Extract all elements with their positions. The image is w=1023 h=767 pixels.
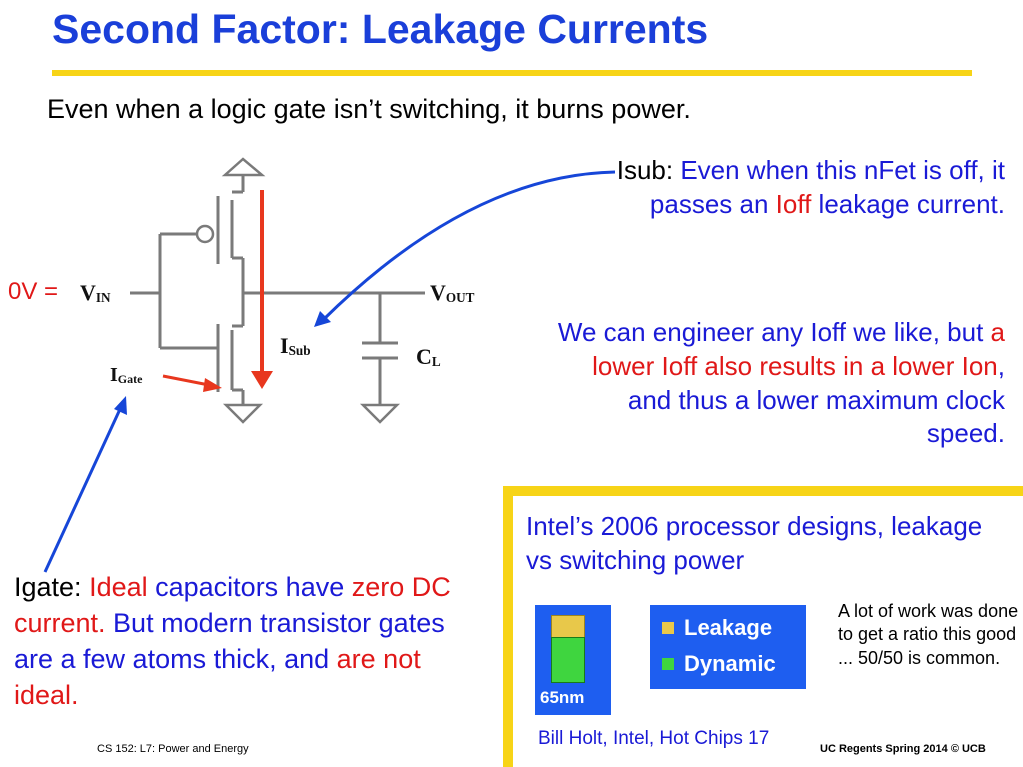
isub-arrow — [251, 190, 273, 389]
gnd-symbol-cap — [359, 403, 401, 424]
isub-note: Isub: Even when this nFet is off, it pas… — [616, 155, 1005, 219]
legend-dynamic: Dynamic — [662, 651, 776, 677]
igate-label: IGate — [110, 364, 143, 386]
dynamic-swatch — [662, 658, 674, 670]
intel-frame-left — [503, 486, 513, 767]
input-zero-volt-label: 0V = — [8, 278, 59, 305]
leakage-bar — [551, 615, 585, 639]
vdd-symbol — [221, 157, 266, 177]
vin-label: VIN — [80, 280, 111, 305]
igate-callout-arrow — [43, 396, 127, 573]
igate-arrow — [162, 374, 222, 392]
dynamic-bar — [551, 637, 585, 683]
intel-frame-top — [503, 486, 1023, 496]
footer-course: CS 152: L7: Power and Energy — [97, 743, 249, 755]
cl-label: CL — [416, 344, 441, 369]
igate-note: Igate: Ideal capacitors have zero DC cur… — [14, 572, 451, 710]
vout-label: VOUT — [430, 280, 475, 305]
isub-callout-arrow — [314, 170, 616, 327]
gnd-symbol-nmos — [222, 403, 264, 424]
title-underline — [52, 70, 972, 76]
footer-copyright: UC Regents Spring 2014 © UCB — [820, 743, 986, 755]
source-credit: Bill Holt, Intel, Hot Chips 17 — [538, 728, 770, 749]
chart-legend: Leakage Dynamic — [650, 605, 806, 689]
legend-leakage: Leakage — [662, 615, 772, 641]
work-note: A lot of work was done to get a ratio th… — [838, 601, 1019, 668]
slide-title: Second Factor: Leakage Currents — [52, 6, 709, 52]
intel-caption: Intel’s 2006 processor designs, leakage … — [526, 511, 983, 575]
node-65nm-label: 65nm — [540, 688, 585, 707]
isub-label: ISub — [280, 333, 311, 358]
leakage-swatch — [662, 622, 674, 634]
intro-text: Even when a logic gate isn’t switching, … — [47, 94, 691, 124]
engineer-ioff-note: We can engineer any Ioff we like, but a … — [557, 317, 1005, 449]
pmos-bubble — [195, 224, 215, 244]
